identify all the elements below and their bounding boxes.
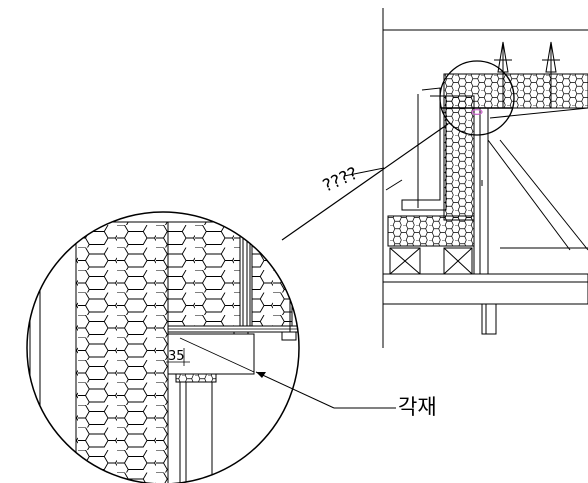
big-detail-circle xyxy=(26,211,300,483)
member-leader xyxy=(255,371,396,409)
member-label: 각재 xyxy=(398,395,437,419)
dimension-35-label: 35 xyxy=(168,349,185,364)
detail-leader-line xyxy=(281,123,449,241)
building-section xyxy=(382,8,588,348)
dimension-35: 35 xyxy=(166,348,190,366)
small-detail-circle xyxy=(439,60,515,136)
question-marks-leader xyxy=(343,167,385,177)
question-marks-label: ???? xyxy=(320,164,361,197)
highlight-mark xyxy=(471,108,483,115)
